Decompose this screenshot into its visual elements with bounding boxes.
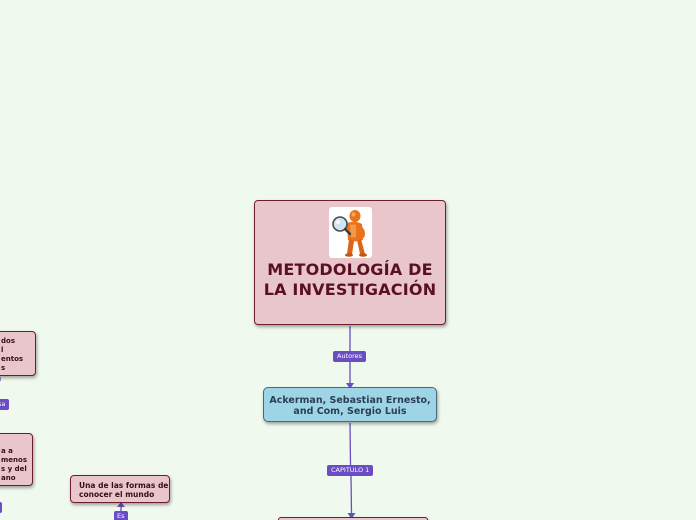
forms-line-1: Una de las formas de <box>79 481 169 490</box>
authors-line-2: and Com, Sergio Luis <box>293 406 407 417</box>
forms-line-2: conocer el mundo <box>79 490 155 499</box>
arrow-head-forms <box>117 502 125 507</box>
detective-mascot-image <box>329 207 372 258</box>
authors-line-1: Ackerman, Sebastian Ernesto, <box>269 395 431 406</box>
left-upper-line-1: dos <box>1 337 15 345</box>
link-label-autores[interactable]: Autores <box>333 351 367 362</box>
arrow-head-authors <box>346 383 354 389</box>
authors-node[interactable]: Ackerman, Sebastian Ernesto, and Com, Se… <box>263 387 437 422</box>
connector-capitulo-to-bottom <box>350 475 353 515</box>
central-topic-title: METODOLOGÍA DE LA INVESTIGACIÓN <box>263 260 437 299</box>
left-node-upper[interactable]: dos l entos s <box>0 331 36 376</box>
link-label-es[interactable]: Es <box>114 511 128 520</box>
connector-authors-to-capitulo <box>349 422 352 466</box>
link-label-capitulo[interactable]: CAPITULO 1 <box>327 465 374 476</box>
left-upper-line-2: l <box>1 346 4 354</box>
left-upper-line-3: entos <box>1 355 24 363</box>
left-lower-line-3: s y del <box>1 465 27 473</box>
central-topic-node[interactable]: METODOLOGÍA DE LA INVESTIGACIÓN <box>254 200 446 325</box>
left-lower-line-4: ano <box>1 474 16 482</box>
chapter-node-partial[interactable] <box>278 517 428 520</box>
link-label-left-lower[interactable] <box>0 502 2 513</box>
detective-icon <box>332 210 367 257</box>
left-upper-line-4: s <box>1 364 6 372</box>
arrow-head-bottom <box>347 513 356 519</box>
link-label-left-upper[interactable]: sa <box>0 399 10 410</box>
forms-of-knowing-node[interactable]: Una de las formas de conocer el mundo <box>70 475 170 503</box>
left-lower-line-1: a a <box>1 447 13 455</box>
left-node-lower[interactable]: a a menos s y del ano <box>0 433 33 486</box>
left-lower-line-2: menos <box>1 456 28 464</box>
